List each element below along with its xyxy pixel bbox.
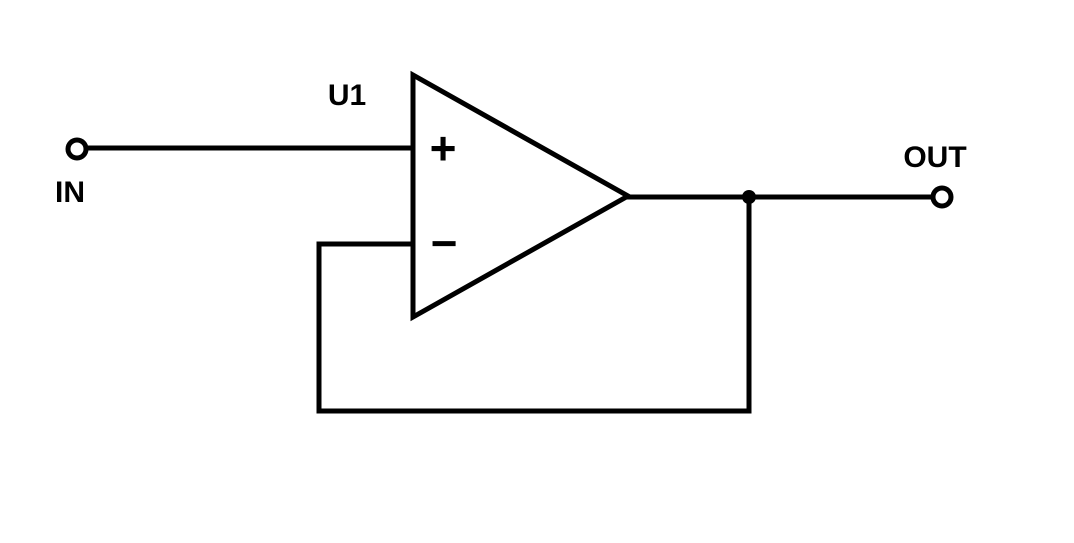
output-terminal-label: OUT [903,141,966,174]
junction-dot [742,190,756,204]
input-terminal-circle [65,137,89,161]
input-terminal-label: IN [55,176,85,209]
opamp-triangle [410,70,634,322]
noninverting-input-symbol: + [430,122,457,174]
output-terminal-circle [930,185,954,209]
opamp-designator-label: U1 [328,79,366,112]
feedback-wire [316,197,752,414]
inverting-input-symbol: − [431,217,458,269]
